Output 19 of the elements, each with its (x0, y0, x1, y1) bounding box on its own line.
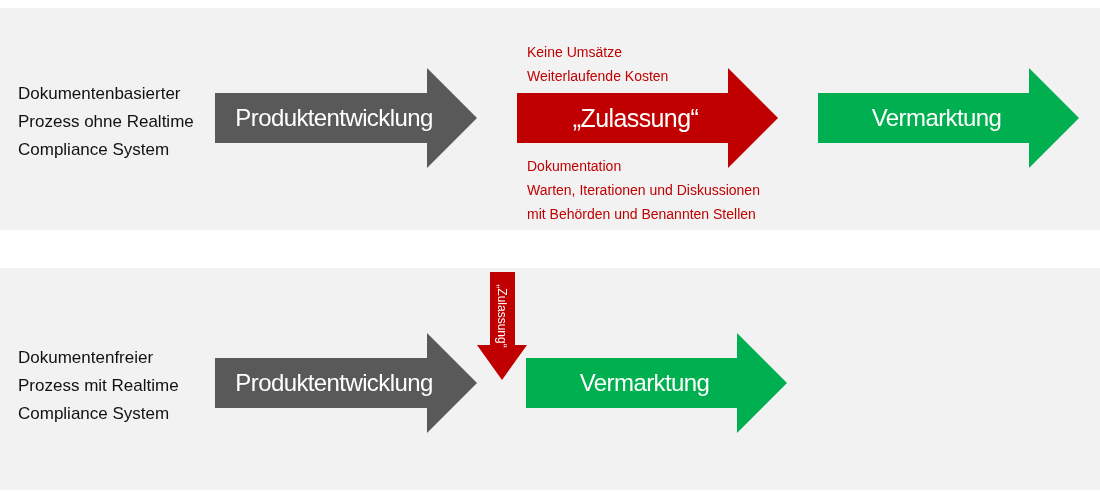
row-heading: Dokumentenbasierter Prozess ohne Realtime Compliance System (18, 83, 195, 161)
step-label: „Zulassung“ (572, 103, 699, 133)
process-arrow (215, 68, 477, 168)
step-label: Produktentwicklung (235, 369, 433, 397)
step-label: Vermarktung (871, 104, 1002, 132)
process-arrow (526, 333, 787, 433)
process-band (0, 268, 1100, 490)
process-band (0, 8, 1100, 230)
process-arrow (476, 272, 527, 380)
note-text: Dokumentation (527, 157, 622, 176)
step-label: Vermarktung (579, 369, 710, 397)
process-arrow (818, 68, 1079, 168)
note-text: Warten, Iterationen und Diskussionen mit Behörden und Benannten Stellen (527, 181, 761, 224)
note-text: Keine Umsätze (527, 43, 622, 62)
note-text: Weiterlaufende Kosten (527, 67, 669, 86)
process-arrow (215, 333, 477, 433)
step-label: Produktentwicklung (235, 104, 433, 132)
row-heading: Dokumentenfreier Prozess mit Realtime Compliance System (18, 347, 180, 425)
step-label: „Zulassung“ (494, 284, 509, 348)
